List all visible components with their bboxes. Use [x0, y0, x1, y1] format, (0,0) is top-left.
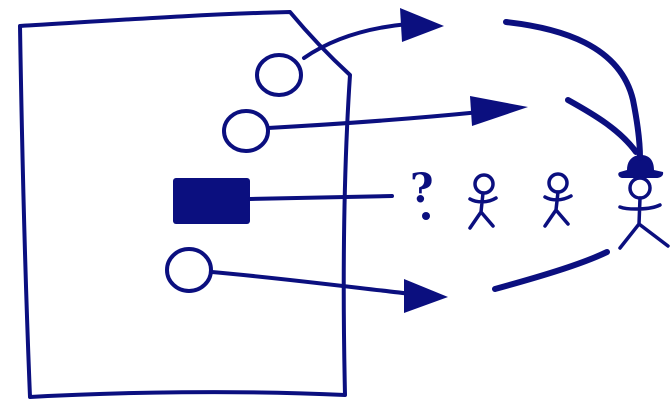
question-mark-dot: [422, 212, 430, 220]
stick-figure: [543, 172, 573, 228]
filled-square-port: [173, 178, 250, 224]
connector-line: [302, 22, 410, 60]
unknown-person: ?: [410, 165, 433, 220]
arrowhead: [470, 96, 528, 126]
output-port-3: [173, 178, 394, 224]
hollow-circle-port: [165, 247, 213, 293]
arrowhead: [400, 8, 444, 42]
stick-figure: [468, 173, 498, 230]
hat-icon: [618, 155, 664, 178]
connector-line: [248, 194, 394, 201]
connector-line: [210, 270, 414, 296]
document-sheet: [18, 10, 352, 399]
output-port-1: [255, 8, 444, 97]
hollow-circle-port: [222, 109, 270, 153]
output-port-2: [222, 96, 528, 153]
output-port-4: [165, 247, 448, 313]
connector-line: [266, 110, 482, 130]
stick-figure-with-hat: [618, 155, 670, 250]
convergence-curves: [492, 19, 643, 292]
question-mark-icon: ?: [410, 165, 433, 212]
arrowhead: [404, 279, 448, 313]
hollow-circle-port: [255, 53, 303, 97]
